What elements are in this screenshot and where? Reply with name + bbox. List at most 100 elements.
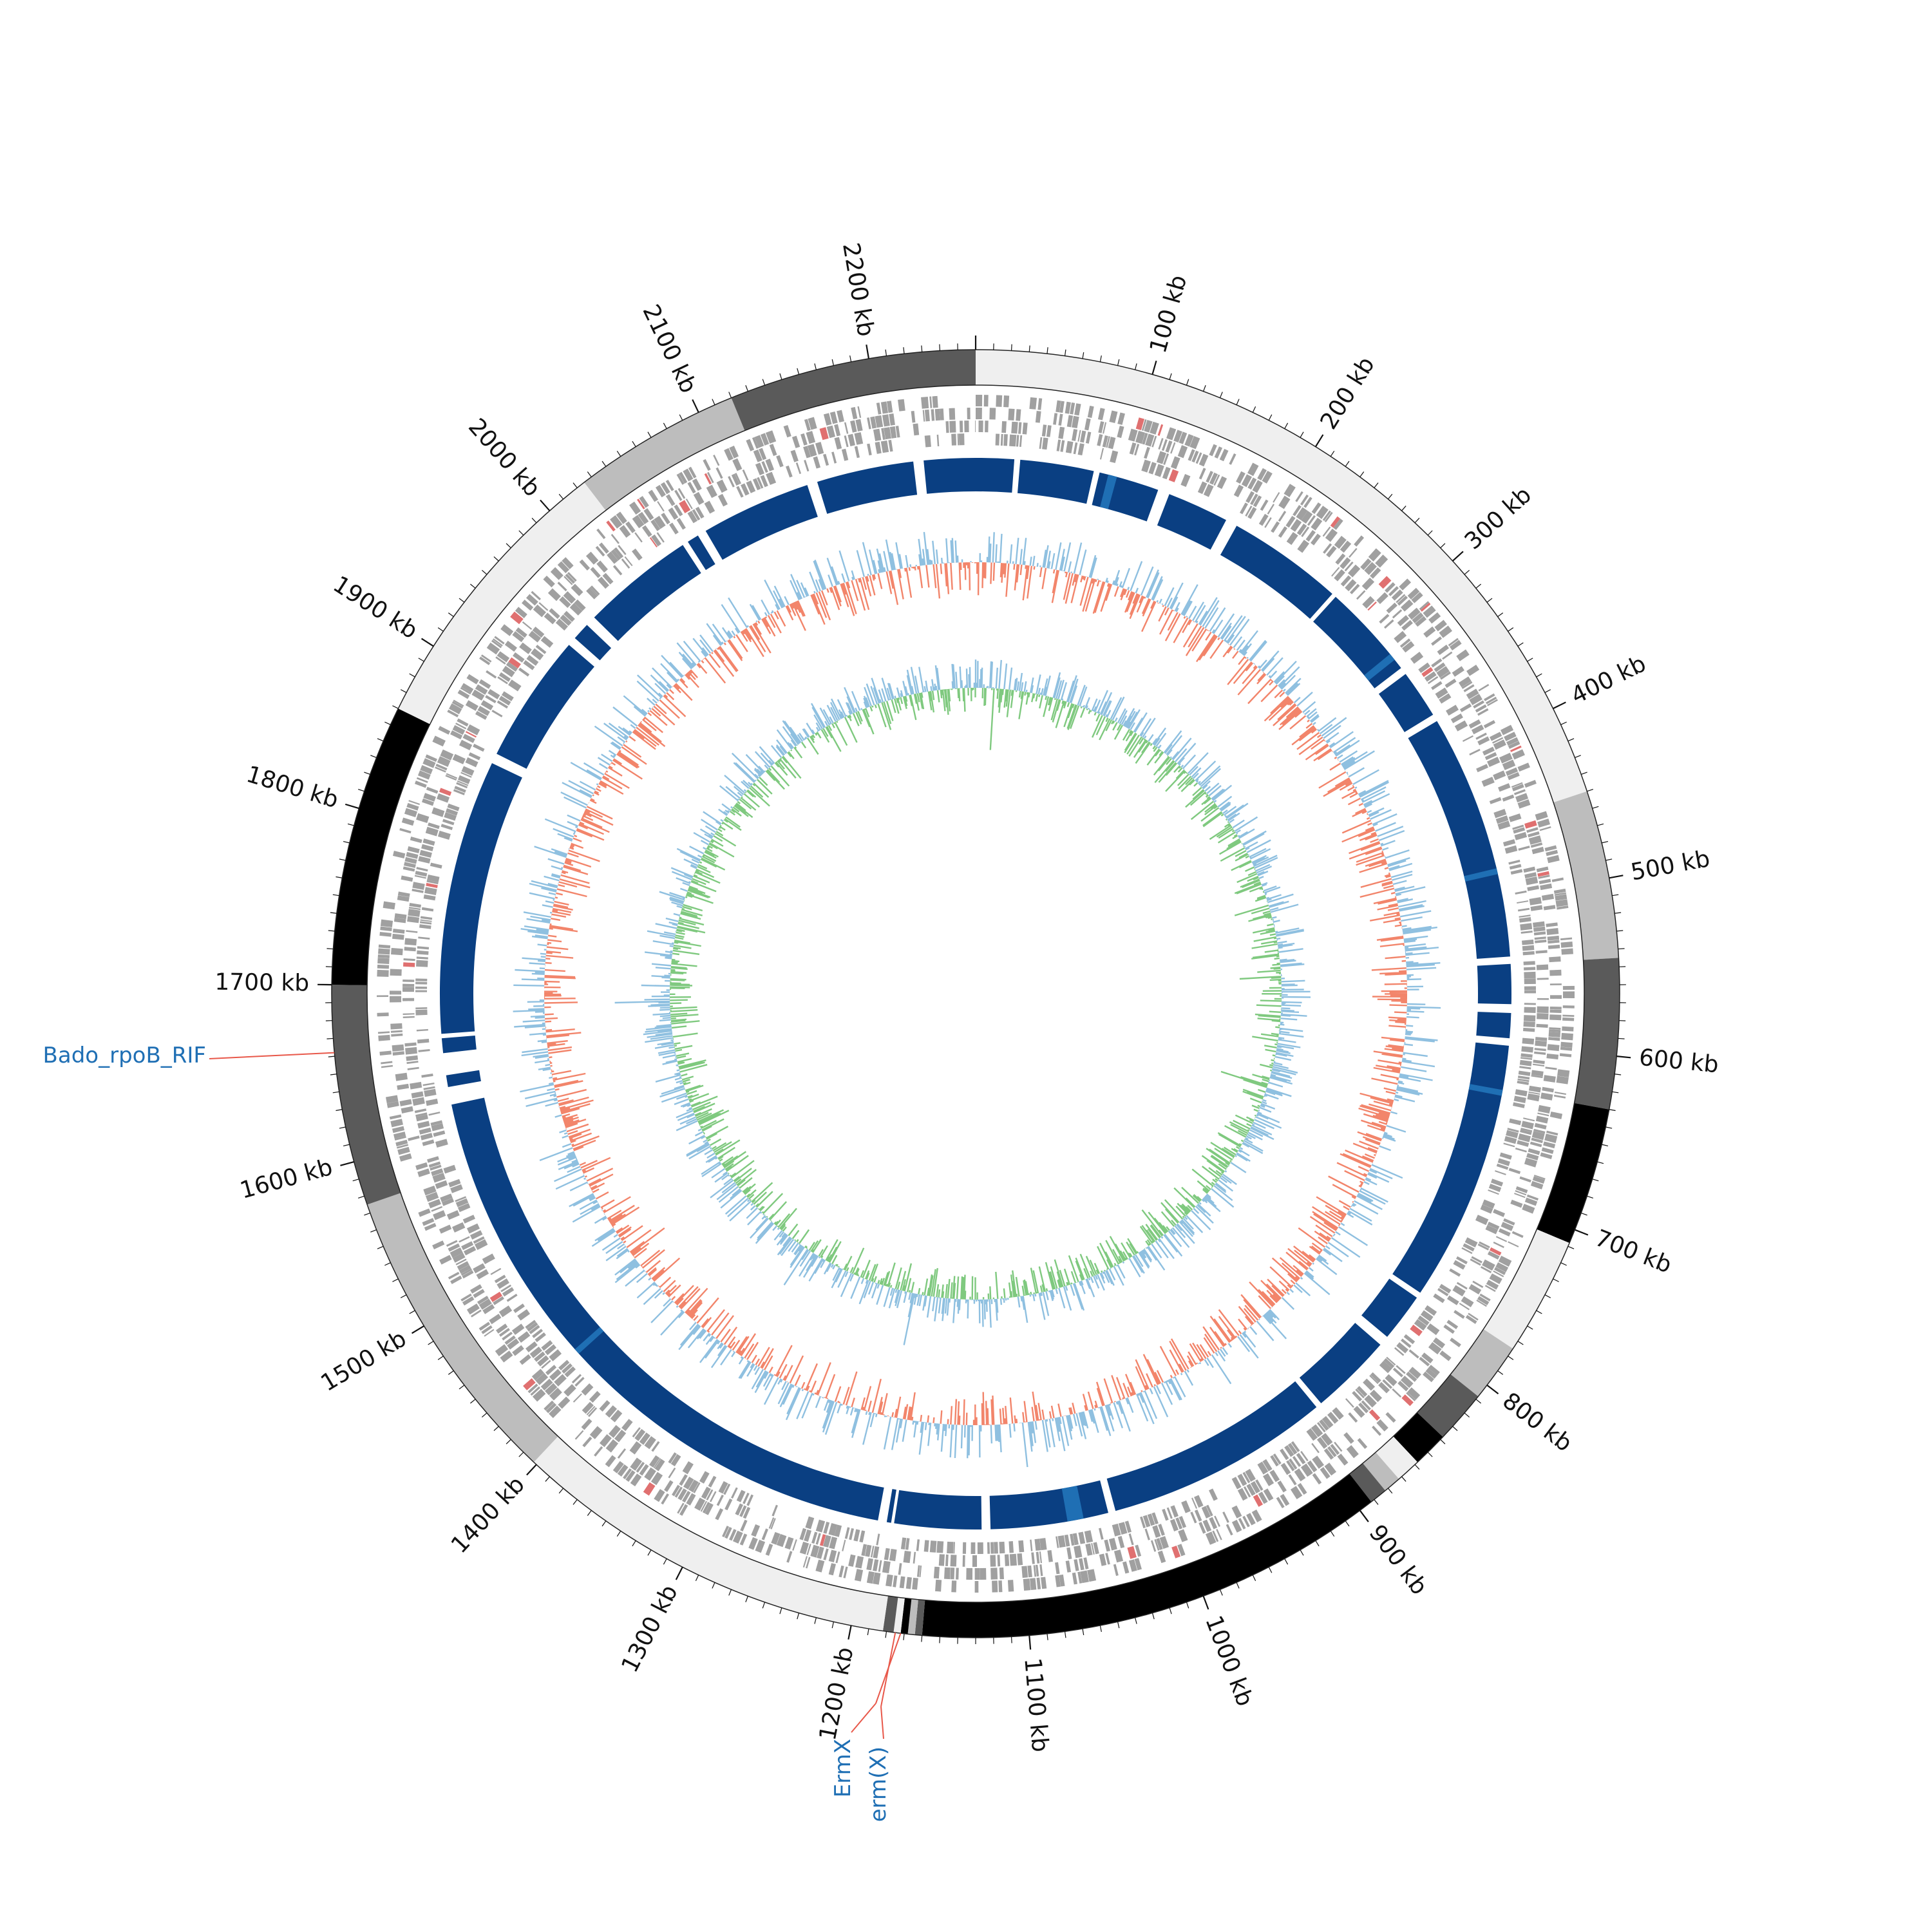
cds-feature (746, 1494, 753, 1506)
cds-feature (426, 880, 439, 885)
cds-feature (729, 446, 739, 459)
minor-tick (336, 876, 343, 878)
tick-label: 1500 kb (316, 1325, 411, 1397)
cds-feature (848, 433, 855, 446)
cds-feature (599, 542, 609, 554)
cds-feature (1468, 1312, 1479, 1321)
cds-feature (1421, 1352, 1434, 1364)
cds-feature (1436, 666, 1450, 678)
cds-feature (1492, 737, 1504, 744)
cds-feature (884, 427, 891, 440)
cds-feature (1456, 649, 1470, 661)
cds-feature (492, 638, 503, 647)
cds-feature (1245, 1468, 1256, 1482)
cds-feature (448, 1179, 461, 1188)
minor-tick (330, 1074, 337, 1075)
cds-feature (842, 1539, 846, 1551)
cds-feature (1285, 515, 1296, 528)
cds-feature (693, 491, 705, 506)
cds-feature (1531, 1137, 1543, 1144)
cds-feature (1041, 424, 1047, 437)
cds-feature (1477, 708, 1489, 716)
cds-feature (1503, 1142, 1515, 1148)
cds-feature (532, 1388, 546, 1402)
cds-feature (399, 828, 412, 834)
cds-feature (405, 1046, 417, 1055)
cds-feature (1499, 1152, 1512, 1160)
cds-feature (1383, 619, 1394, 629)
cds-feature (1170, 1505, 1179, 1518)
minor-tick (1401, 506, 1406, 511)
cds-feature (829, 1536, 838, 1549)
cds-feature (446, 808, 459, 816)
minor-tick (1028, 345, 1030, 352)
cds-feature (416, 813, 430, 823)
blast-hit-segment (574, 625, 612, 661)
cds-feature (855, 1555, 864, 1569)
cds-feature (1269, 1470, 1280, 1482)
cds-feature (1231, 1505, 1242, 1519)
cds-feature (1539, 878, 1551, 884)
cds-feature (1383, 1358, 1395, 1368)
cds-feature (1159, 1536, 1170, 1549)
cds-feature (661, 513, 670, 525)
minor-tick (1527, 1325, 1533, 1330)
cds-feature (378, 944, 391, 949)
cds-feature (815, 442, 824, 455)
minor-tick (448, 612, 454, 617)
cds-feature (377, 969, 389, 977)
cds-feature (644, 1436, 656, 1450)
minor-tick (459, 598, 465, 603)
cds-feature (563, 591, 576, 604)
cds-feature (1555, 899, 1568, 907)
cds-feature (956, 1567, 959, 1580)
cds-feature (478, 1298, 492, 1310)
tick-label: 700 kb (1591, 1225, 1675, 1279)
cds-feature (654, 515, 666, 529)
cds-feature (1306, 1428, 1318, 1441)
major-tick (526, 1464, 537, 1476)
cds-feature (682, 1490, 691, 1503)
cds-feature (962, 1555, 965, 1567)
cds-feature (469, 1230, 483, 1240)
cds-feature (377, 1031, 390, 1034)
minor-tick (779, 373, 782, 380)
cds-feature (700, 1501, 708, 1512)
minor-tick (392, 705, 399, 709)
cds-feature (1533, 1175, 1546, 1180)
minor-tick (1169, 1607, 1172, 1615)
cds-feature (761, 1528, 768, 1540)
cds-feature (485, 695, 497, 704)
cds-feature (983, 395, 989, 407)
cds-feature (1557, 1069, 1570, 1077)
cds-feature (808, 417, 817, 430)
blast-hit-segment (688, 535, 715, 571)
cds-feature (567, 572, 577, 582)
cds-feature (1331, 567, 1340, 577)
minor-tick (1082, 1629, 1084, 1636)
cds-feature (1528, 1085, 1541, 1093)
cds-feature (972, 1555, 978, 1567)
cds-feature (416, 777, 428, 783)
cds-feature (898, 1563, 902, 1575)
cds-feature (607, 551, 618, 564)
minor-tick (1587, 788, 1594, 792)
cds-feature (716, 479, 728, 493)
cds-feature (1283, 484, 1296, 498)
blast-hit-segment (886, 1489, 896, 1523)
cds-feature (1080, 1570, 1089, 1584)
cds-feature (870, 416, 877, 429)
cds-feature (729, 1529, 737, 1541)
cds-feature (1468, 1283, 1482, 1295)
cds-feature (1296, 1453, 1306, 1464)
cds-feature (1352, 1390, 1363, 1402)
cds-feature (1260, 499, 1269, 511)
cds-feature (448, 1243, 460, 1252)
cds-feature (473, 743, 485, 752)
minor-tick (448, 1370, 454, 1375)
cds-feature (1392, 1388, 1402, 1398)
cds-feature (1537, 978, 1549, 980)
cds-feature (735, 1503, 744, 1516)
cds-feature (417, 946, 430, 950)
cds-feature (1513, 1102, 1525, 1108)
